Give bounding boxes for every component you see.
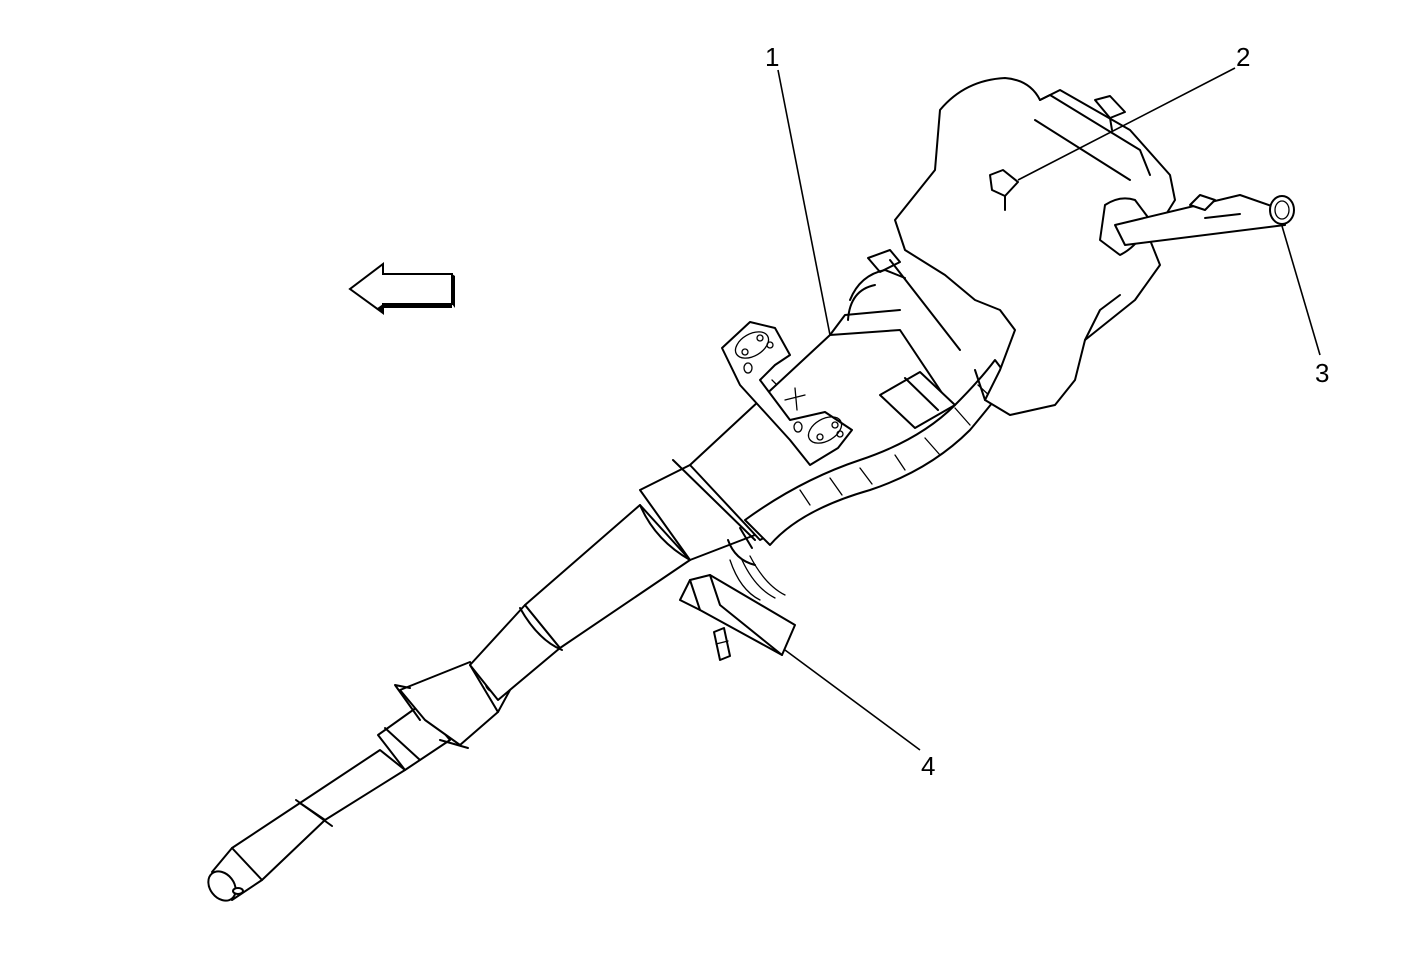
column-housing: [894, 77, 1176, 416]
intermediate-shaft: [207, 661, 511, 902]
callout-4: 4: [921, 751, 935, 781]
electrical-connector: [679, 574, 796, 661]
turn-signal-lever: [1099, 194, 1295, 256]
mounting-bracket: [721, 321, 853, 466]
callout-1: 1: [765, 42, 779, 72]
arrow-left-icon: [348, 261, 455, 315]
callout-2: 2: [1236, 42, 1250, 72]
leader-lines: [777, 67, 1321, 751]
lower-jacket: [469, 459, 756, 701]
wire-clip: [847, 249, 961, 351]
callout-3: 3: [1315, 358, 1329, 388]
